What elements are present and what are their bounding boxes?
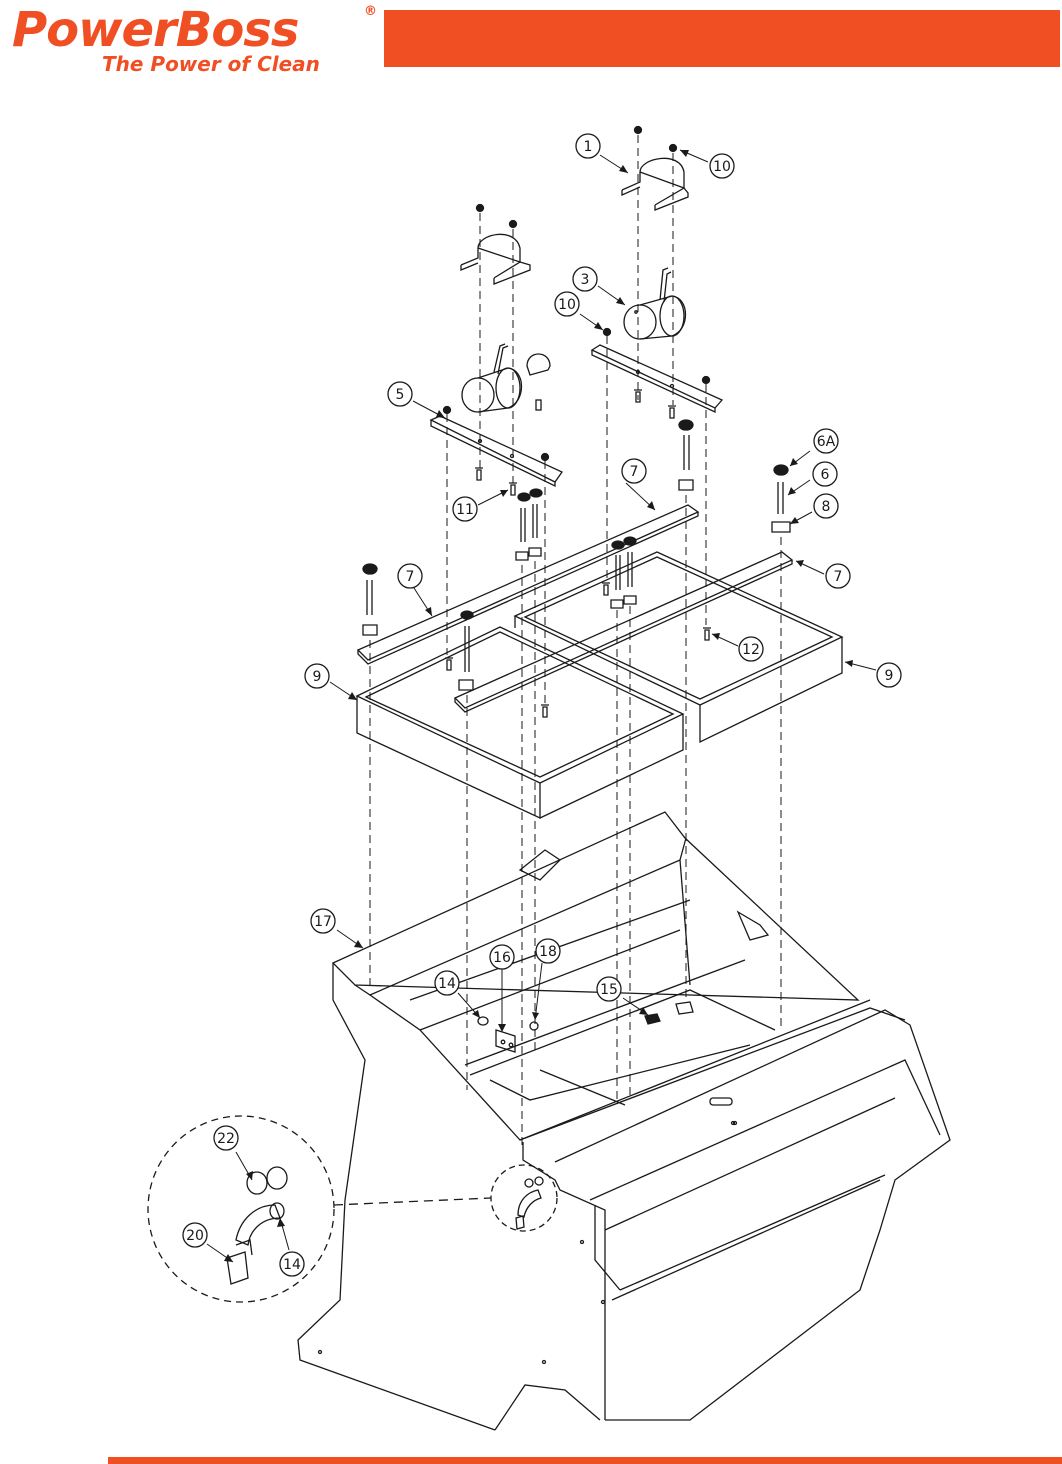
callout-1: 1	[575, 133, 601, 159]
callout-22: 22	[213, 1125, 239, 1151]
stud-bolts	[362, 419, 791, 691]
callout-20: 20	[182, 1222, 208, 1248]
svg-text:10: 10	[713, 159, 731, 175]
header-bar	[384, 10, 1060, 67]
svg-text:20: 20	[186, 1228, 204, 1244]
motor-bracket-left	[460, 233, 531, 285]
callout-16: 16	[489, 944, 515, 970]
callout-7c: 7	[825, 563, 851, 589]
callout-6a: 6A	[813, 428, 839, 454]
svg-text:14: 14	[283, 1257, 301, 1273]
svg-text:11: 11	[456, 502, 474, 518]
svg-text:5: 5	[396, 387, 405, 403]
part-15	[644, 1001, 694, 1025]
motor-3	[623, 267, 686, 340]
svg-text:12: 12	[742, 642, 760, 658]
filter-box-right	[513, 551, 844, 744]
powerboss-logo: PowerBoss ® The Power of Clean	[12, 2, 382, 78]
logo-wordmark: PowerBoss	[12, 2, 299, 58]
logo-tagline: The Power of Clean	[102, 52, 320, 76]
svg-text:8: 8	[822, 499, 831, 515]
svg-text:7: 7	[406, 569, 415, 585]
callout-7b: 7	[397, 563, 423, 589]
callout-14b: 14	[279, 1251, 305, 1277]
leader-lines	[206, 149, 877, 1263]
grommet-14	[477, 1016, 489, 1026]
callout-18: 18	[535, 938, 561, 964]
registered-mark: ®	[364, 4, 377, 19]
svg-text:18: 18	[539, 944, 557, 960]
callout-10a: 10	[709, 153, 735, 179]
svg-text:9: 9	[885, 668, 894, 684]
motor-left	[461, 343, 551, 413]
callout-10b: 10	[554, 291, 580, 317]
callout-11: 11	[452, 496, 478, 522]
callout-9a: 9	[304, 663, 330, 689]
svg-text:15: 15	[600, 982, 618, 998]
motor-bracket-1	[621, 157, 689, 211]
filter-box-left	[355, 626, 685, 820]
callout-8: 8	[813, 493, 839, 519]
svg-text:7: 7	[834, 569, 843, 585]
svg-text:17: 17	[314, 914, 332, 930]
svg-text:6: 6	[821, 467, 830, 483]
nut-18	[529, 1021, 539, 1031]
callouts: 1 10 3 10 5 6A 6 7 8 11 7 7 12 9 9 17 16…	[182, 133, 902, 1277]
callout-7a: 7	[621, 458, 647, 484]
screws	[442, 125, 711, 718]
strap-plate-5	[429, 415, 563, 488]
callout-9b: 9	[876, 662, 902, 688]
alignment-lines	[369, 135, 782, 1145]
svg-text:3: 3	[581, 272, 590, 288]
svg-text:22: 22	[217, 1131, 235, 1147]
svg-text:10: 10	[558, 297, 576, 313]
svg-text:7: 7	[630, 464, 639, 480]
footer-bar	[108, 1457, 1062, 1464]
arrowheads	[224, 150, 853, 1262]
callout-15: 15	[596, 976, 622, 1002]
svg-text:6A: 6A	[817, 434, 836, 450]
svg-text:16: 16	[493, 950, 511, 966]
callout-3: 3	[572, 266, 598, 292]
detail-view	[147, 1115, 558, 1303]
svg-text:14: 14	[438, 976, 456, 992]
callout-6: 6	[812, 461, 838, 487]
svg-text:1: 1	[584, 139, 593, 155]
bracket-16	[495, 1029, 516, 1053]
flat-bar-7-upper	[356, 504, 700, 665]
callout-14a: 14	[434, 970, 460, 996]
callout-5: 5	[387, 381, 413, 407]
svg-text:9: 9	[313, 669, 322, 685]
flat-bar-7-lower	[453, 551, 794, 713]
hopper-body	[297, 811, 951, 1431]
callout-12: 12	[738, 636, 764, 662]
callout-17: 17	[310, 908, 336, 934]
diagram-linework	[147, 125, 951, 1431]
